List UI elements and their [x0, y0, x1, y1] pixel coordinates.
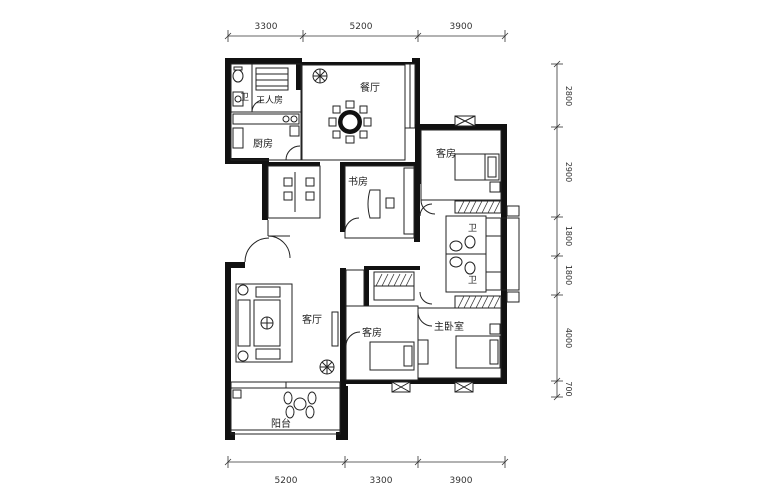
room-label-study: 书房 — [348, 175, 368, 188]
room-label-bath-mid-top: 卫 — [468, 224, 477, 234]
right-dim-2: 2900 — [564, 162, 573, 182]
room-label-bath-small: 卫 — [240, 93, 249, 103]
plant-icon-living — [319, 359, 335, 375]
bookshelf — [403, 167, 415, 235]
toilet-icon-bottom — [464, 261, 476, 275]
room-label-guest-room-bottom: 客房 — [362, 326, 382, 339]
dresser-master — [417, 339, 429, 365]
right-dim-1: 2800 — [564, 86, 573, 106]
wash-basin-icon — [232, 91, 244, 107]
study-desk-icon — [367, 189, 381, 219]
room-label-utility: 工人房 — [256, 94, 283, 106]
kitchen-counter — [232, 113, 300, 125]
wardrobe-bottom — [454, 295, 502, 309]
room-label-guest-room-top: 客房 — [436, 147, 456, 160]
bottom-dim-1: 5200 — [275, 476, 298, 486]
balcony-table-icon — [293, 397, 307, 411]
top-dim-1: 3300 — [255, 22, 278, 32]
study-chair — [385, 197, 395, 209]
walls — [225, 58, 507, 440]
toilet-icon — [232, 69, 244, 83]
room-label-living: 客厅 — [302, 313, 322, 326]
bathrooms-right: 卫 卫 — [419, 203, 520, 305]
room-label-kitchen: 厨房 — [253, 137, 273, 150]
dining-chair — [345, 100, 355, 109]
living-room: 客厅 — [230, 237, 341, 389]
stove-burner-icon — [282, 115, 290, 123]
room-label-balcony: 阳台 — [271, 417, 291, 430]
top-dim-2: 5200 — [350, 22, 373, 32]
top-dim-3: 3900 — [450, 22, 473, 32]
utility-bed-icon — [255, 67, 289, 91]
bottom-dimension-line: 5200 3300 3900 — [224, 456, 509, 486]
bottom-dim-2: 3300 — [370, 476, 393, 486]
plant-icon — [312, 68, 328, 84]
right-dim-3: 1800 — [564, 226, 573, 246]
room-label-bath-mid-bottom: 卫 — [468, 276, 477, 286]
wardrobe-top — [454, 200, 502, 214]
basin-icon-bottom — [449, 256, 463, 268]
bottom-dim-3: 3900 — [450, 476, 473, 486]
tv-cabinet — [331, 311, 339, 347]
hall-stool — [283, 177, 293, 187]
guest-room-top: 客房 — [420, 115, 502, 215]
room-label-master-bedroom: 主卧室 — [434, 320, 464, 333]
toilet-icon-top — [464, 235, 476, 249]
kitchen-area: 卫 工人房 厨房 — [230, 63, 302, 161]
right-dim-4: 1800 — [564, 265, 573, 285]
right-dim-6: 700 — [564, 381, 573, 396]
top-dimension-line: 3300 5200 3900 — [224, 22, 509, 42]
hall — [345, 269, 365, 307]
nightstand-master — [489, 323, 501, 335]
hall-cabinet — [267, 165, 321, 259]
guest-room-bottom: 客房 — [345, 271, 419, 393]
balcony-plant — [232, 389, 242, 399]
right-dim-5: 4000 — [564, 328, 573, 348]
fridge-icon — [232, 127, 244, 149]
basin-icon-top — [449, 240, 463, 252]
nightstand — [489, 181, 501, 193]
right-dimension-line: 2800 2900 1800 1800 4000 700 — [551, 60, 573, 401]
master-bedroom: 主卧室 — [417, 307, 502, 393]
dining-area: 餐厅 — [301, 64, 406, 161]
balcony: 阳台 — [230, 387, 341, 435]
room-label-dining: 餐厅 — [360, 81, 380, 94]
study-area: 书房 — [344, 165, 415, 239]
